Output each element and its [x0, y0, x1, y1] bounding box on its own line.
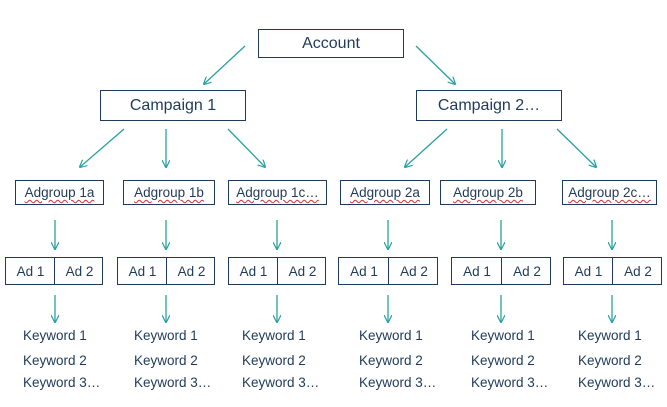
keyword-3: Keyword 3… [242, 375, 320, 390]
ads-2a-node: Ad 1 Ad 2 [338, 257, 438, 285]
campaign-2-label: Campaign 2… [437, 96, 541, 114]
arrow-account-to-campaign-2 [415, 45, 455, 84]
keyword-1: Keyword 1 [471, 328, 535, 343]
campaign-2-node: Campaign 2… [416, 90, 562, 121]
ad-1-cell: Ad 1 [229, 258, 278, 284]
ads-2b-node: Ad 1 Ad 2 [451, 257, 551, 285]
ad-2-cell: Ad 2 [167, 258, 216, 284]
keyword-2: Keyword 2 [242, 353, 306, 368]
keyword-3: Keyword 3… [23, 375, 101, 390]
adgroup-1a-node: Adgroup 1a [15, 180, 104, 205]
adgroup-2c-node: Adgroup 2c… [562, 180, 657, 205]
ad-divider [277, 258, 278, 284]
ad-divider [54, 258, 55, 284]
arrow-account-to-campaign-1 [204, 45, 246, 84]
adgroup-2a-node: Adgroup 2a [340, 180, 430, 205]
adgroup-1a-label: Adgroup 1a [24, 185, 95, 200]
arrow-campaign-1-to-adgroup-1c [227, 128, 265, 167]
ad-1-label: Ad 1 [128, 263, 157, 279]
adgroup-1c-node: Adgroup 1c… [228, 180, 327, 205]
arrow-campaign-2-to-adgroup-2a [405, 128, 448, 167]
keyword-2: Keyword 2 [23, 353, 87, 368]
campaign-1-label: Campaign 1 [129, 96, 217, 114]
adgroup-1b-label: Adgroup 1b [134, 185, 204, 200]
ad-2-label: Ad 2 [177, 263, 206, 279]
ad-2-label: Ad 2 [65, 263, 94, 279]
account-node: Account [258, 29, 404, 58]
ad-1-cell: Ad 1 [6, 258, 55, 284]
ad-divider [166, 258, 167, 284]
keyword-1: Keyword 1 [134, 328, 198, 343]
keyword-1: Keyword 1 [23, 328, 87, 343]
ad-1-label: Ad 1 [239, 263, 268, 279]
adgroup-1c-label: Adgroup 1c… [236, 185, 319, 200]
keyword-1: Keyword 1 [242, 328, 306, 343]
ad-2-label: Ad 2 [288, 263, 317, 279]
ad-1-cell: Ad 1 [118, 258, 167, 284]
account-label: Account [302, 34, 360, 52]
ad-2-cell: Ad 2 [278, 258, 327, 284]
campaign-1-node: Campaign 1 [100, 90, 246, 121]
adgroup-2b-label: Adgroup 2b [453, 185, 523, 200]
keyword-3: Keyword 3… [578, 375, 656, 390]
adgroup-2c-label: Adgroup 2c… [568, 185, 651, 200]
keyword-3: Keyword 3… [134, 375, 212, 390]
ad-2-label: Ad 2 [624, 263, 652, 279]
arrow-campaign-2-to-adgroup-2c [556, 128, 596, 167]
adgroup-2a-label: Adgroup 2a [350, 185, 420, 200]
ad-1-cell: Ad 1 [339, 258, 389, 284]
keyword-2: Keyword 2 [134, 353, 198, 368]
arrow-campaign-1-to-adgroup-1a [80, 128, 125, 167]
adgroup-1b-node: Adgroup 1b [123, 180, 215, 205]
adgroup-2b-node: Adgroup 2b [440, 180, 536, 205]
keyword-3: Keyword 3… [359, 375, 437, 390]
keyword-3: Keyword 3… [471, 375, 549, 390]
ad-1-label: Ad 1 [16, 263, 45, 279]
ads-2c-node: Ad 1 Ad 2 [563, 257, 662, 285]
ad-1-cell: Ad 1 [564, 258, 613, 284]
ad-2-label: Ad 2 [513, 263, 541, 279]
ad-2-cell: Ad 2 [389, 258, 439, 284]
ad-divider [388, 258, 389, 284]
ad-1-label: Ad 1 [574, 263, 603, 279]
ads-1b-node: Ad 1 Ad 2 [117, 257, 215, 285]
ad-2-cell: Ad 2 [55, 258, 104, 284]
ads-1a-node: Ad 1 Ad 2 [5, 257, 103, 285]
ad-1-label: Ad 1 [463, 263, 491, 279]
keyword-1: Keyword 1 [359, 328, 423, 343]
ads-1c-node: Ad 1 Ad 2 [228, 257, 326, 285]
keyword-1: Keyword 1 [578, 328, 642, 343]
ad-2-cell: Ad 2 [613, 258, 663, 284]
ad-1-cell: Ad 1 [452, 258, 502, 284]
ad-divider [612, 258, 613, 284]
keyword-2: Keyword 2 [578, 353, 642, 368]
keyword-2: Keyword 2 [471, 353, 535, 368]
ad-1-label: Ad 1 [350, 263, 378, 279]
keyword-2: Keyword 2 [359, 353, 423, 368]
ad-2-cell: Ad 2 [502, 258, 552, 284]
ad-2-label: Ad 2 [400, 263, 428, 279]
ad-divider [501, 258, 502, 284]
